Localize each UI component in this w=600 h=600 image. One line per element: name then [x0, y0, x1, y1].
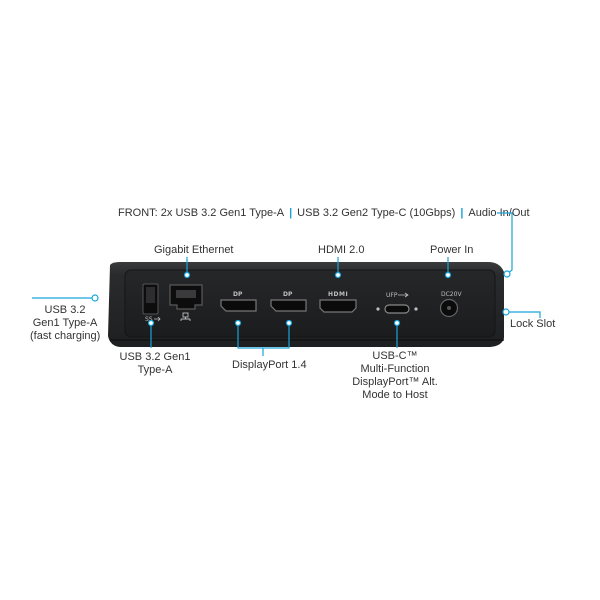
label-line: Type-A	[137, 364, 173, 376]
usb-a-port	[142, 283, 159, 315]
label-line: Mode to Host	[362, 389, 428, 401]
hdmi-port: HDMI	[319, 291, 357, 313]
usb-c-port: UFP	[376, 292, 418, 314]
label-line: Gen1 Type-A	[32, 317, 98, 329]
label-line: USB-C™	[372, 350, 418, 362]
usb-ss-text: SS	[145, 316, 153, 323]
displayport-port-1: DP	[220, 291, 257, 312]
dc-power-port: DC20V	[439, 291, 462, 318]
usb-ss-icon: SS	[145, 316, 161, 323]
separator: |	[460, 207, 464, 219]
label-displayport: DisplayPort 1.4	[232, 359, 307, 371]
label-hdmi: HDMI 2.0	[318, 244, 365, 256]
ethernet-icon	[180, 312, 191, 321]
displayport-port-2: DP	[270, 291, 307, 312]
label-usb-gen1: USB 3.2 Gen1 Type-A	[115, 351, 195, 377]
dc-label: DC20V	[441, 291, 462, 298]
displayport-icon: DP	[283, 291, 293, 298]
separator: |	[289, 207, 293, 219]
label-power-in: Power In	[430, 244, 474, 256]
leader-lock	[509, 311, 541, 318]
hdmi-logo: HDMI	[328, 291, 348, 298]
label-line: (fast charging)	[30, 330, 101, 342]
ethernet-port	[169, 284, 203, 310]
label-line: DisplayPort™ Alt.	[352, 376, 438, 388]
leader-displayport	[237, 326, 290, 356]
ufp-label: UFP	[386, 292, 398, 299]
label-gigabit-ethernet: Gigabit Ethernet	[154, 244, 234, 256]
leader-lines	[32, 212, 541, 356]
label-line: Multi-Function	[360, 363, 430, 375]
label-line: USB 3.2 Gen1	[119, 351, 191, 363]
label-usb-fast-charging: USB 3.2 Gen1 Type-A (fast charging)	[30, 304, 100, 343]
front-ports-item-usbc: USB 3.2 Gen2 Type-C (10Gbps)	[297, 207, 456, 219]
label-usb-c: USB-C™ Multi-Function DisplayPort™ Alt. …	[345, 350, 445, 402]
front-ports-prefix: FRONT: 2x USB 3.2 Gen1 Type-A	[118, 207, 285, 219]
label-line: USB 3.2	[44, 304, 86, 316]
leader-front	[497, 212, 513, 275]
displayport-icon: DP	[233, 291, 243, 298]
front-ports-line: FRONT: 2x USB 3.2 Gen1 Type-A | USB 3.2 Ge…	[118, 207, 530, 219]
label-lock-slot: Lock Slot	[510, 318, 556, 330]
usb-c-icon	[398, 292, 409, 298]
